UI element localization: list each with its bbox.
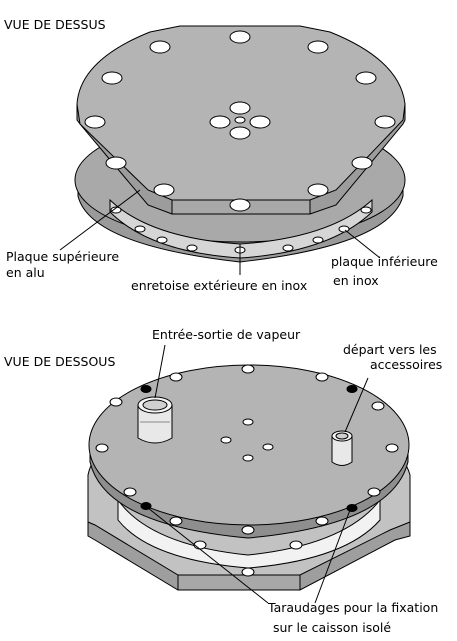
top-view-leaders bbox=[59, 189, 381, 275]
bottom-plate-rim-holes bbox=[110, 206, 372, 254]
disc-face bbox=[88, 364, 410, 526]
leader-tapping-left bbox=[147, 507, 269, 604]
label-spacer: enretoise extérieure en inox bbox=[131, 278, 308, 293]
top-view-assembly bbox=[74, 25, 406, 263]
bottom-view-assembly bbox=[87, 364, 411, 591]
leader-plate-top bbox=[59, 189, 141, 251]
label-tapping-line2: sur le caisson isolé bbox=[273, 620, 392, 635]
leader-steam bbox=[154, 344, 166, 399]
label-steam: Entrée-sortie de vapeur bbox=[152, 327, 301, 342]
bottom-view-leaders bbox=[147, 344, 369, 604]
label-accessories-line2: accessoires bbox=[370, 357, 443, 372]
spacer-ring bbox=[109, 198, 373, 259]
label-plate-bottom-line2: en inox bbox=[333, 273, 379, 288]
label-plate-top-line1: Plaque supérieure bbox=[6, 249, 120, 264]
label-plate-bottom-line1: plaque inférieure bbox=[331, 254, 438, 269]
leader-accessories bbox=[344, 377, 369, 433]
bottom-view-title: VUE DE DESSOUS bbox=[4, 354, 116, 369]
accessories-tube bbox=[331, 430, 353, 466]
label-accessories-line1: départ vers les bbox=[343, 342, 437, 357]
under-plate-front-facet bbox=[177, 574, 301, 591]
top-view-title: VUE DE DESSUS bbox=[4, 17, 106, 32]
disc-holes bbox=[95, 364, 399, 535]
leader-plate-bottom bbox=[344, 229, 381, 259]
label-tapping-line1: Taraudages pour la fixation bbox=[268, 600, 439, 615]
label-plate-top-line2: en alu bbox=[6, 265, 45, 280]
steam-tube bbox=[137, 396, 173, 444]
top-plate-holes bbox=[84, 30, 396, 212]
tapped-holes bbox=[140, 385, 358, 512]
leader-tapping-right bbox=[314, 509, 351, 604]
